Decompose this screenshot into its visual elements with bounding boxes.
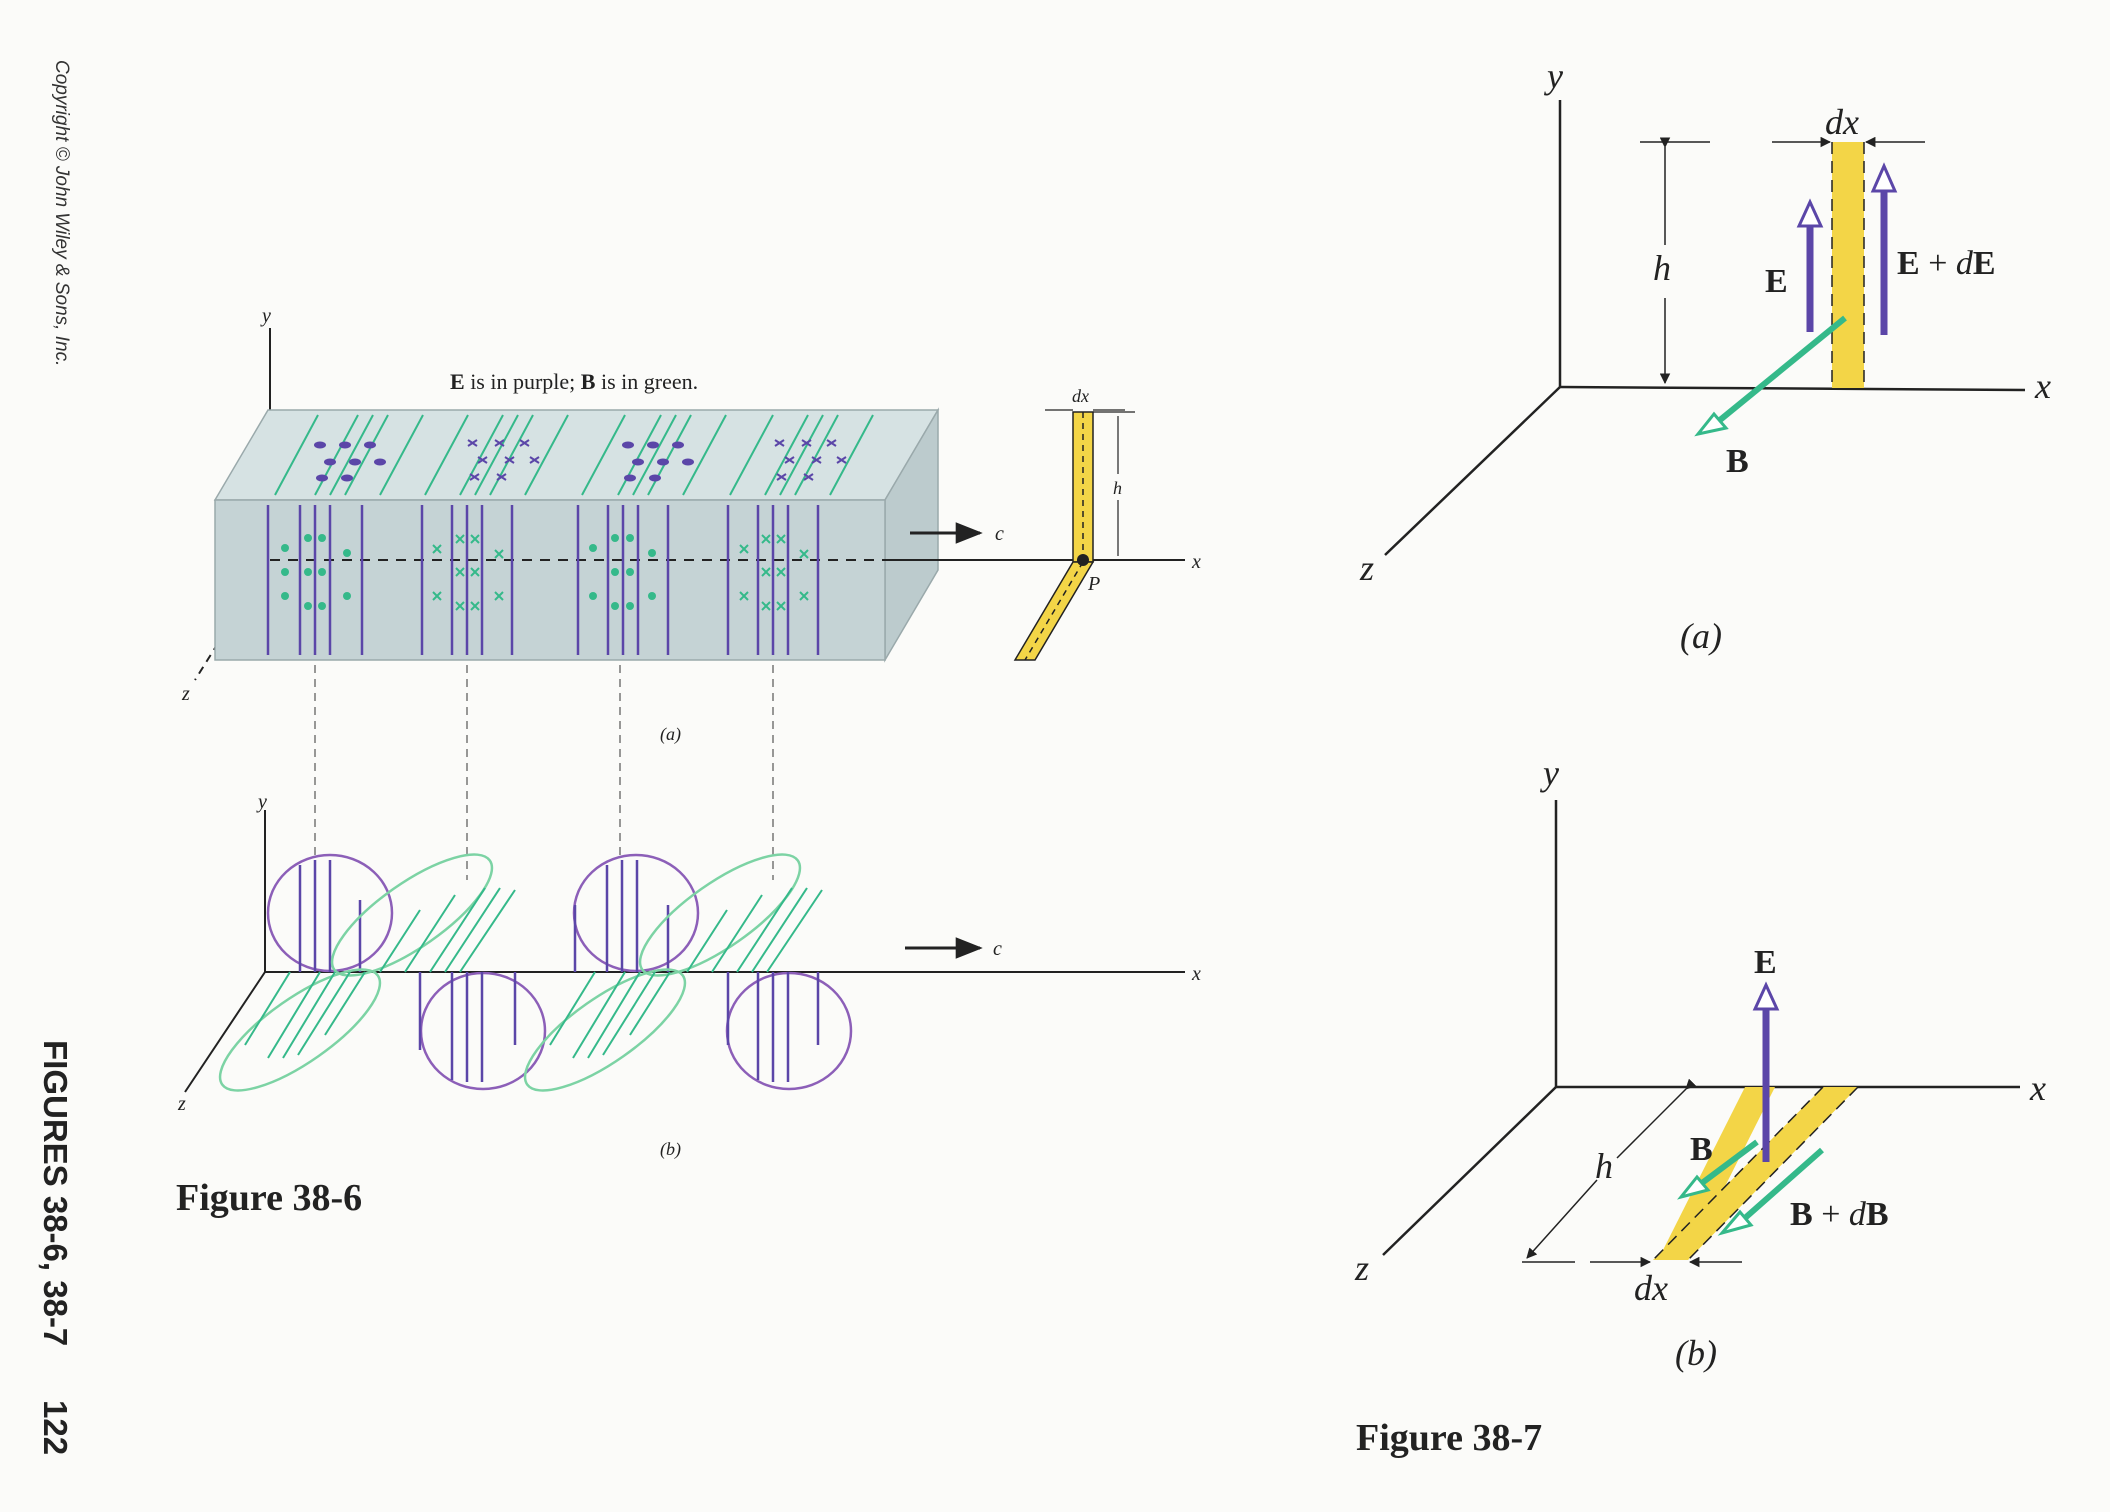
strip — [1653, 1087, 1858, 1260]
strip — [1832, 142, 1864, 388]
strip-right-edge — [1687, 1086, 1859, 1261]
b-lobe-4 — [523, 968, 687, 1092]
slab-top-face — [213, 409, 940, 501]
strip-width-label: dx — [1825, 102, 1859, 142]
z-axis — [1384, 386, 1561, 556]
z-axis-label: z — [177, 1093, 186, 1115]
field-color-legend: E is in purple; B is in green. — [450, 369, 698, 394]
y-axis-label: y — [260, 305, 271, 327]
e-label: E — [1765, 263, 1788, 300]
b-label: B — [1690, 1131, 1713, 1168]
b-plus-db-label: B + dB — [1790, 1196, 1889, 1233]
e-wave-arrows — [298, 860, 820, 1082]
b-arrow-shaft — [1718, 315, 1847, 423]
panel-a-label: (a) — [1680, 616, 1722, 656]
strip-height-label: h — [1113, 478, 1122, 498]
propagation-speed-label: c — [993, 938, 1002, 960]
h-dim-lower — [1526, 1179, 1598, 1259]
z-axis — [184, 971, 266, 1093]
strip-height-label: h — [1653, 248, 1671, 288]
b-field-dots — [281, 534, 656, 610]
h-dim-upper — [1616, 1078, 1697, 1159]
y-axis-label: y — [1544, 56, 1563, 96]
b-lobe-1 — [330, 853, 494, 977]
b-plus-db-arrow-head — [1717, 1209, 1754, 1236]
b-lobe-3 — [218, 968, 382, 1092]
x-axis-label: x — [1191, 963, 1201, 985]
b-wave-arrows — [244, 887, 823, 1059]
point-p-label: P — [1087, 573, 1100, 595]
strip-width-label: dx — [1634, 1268, 1668, 1308]
e-plus-de-label: E + dE — [1897, 245, 1996, 282]
panel-connector-lines — [314, 665, 774, 880]
b-lobe-2 — [638, 853, 802, 977]
strip-height-label: h — [1595, 1146, 1613, 1186]
propagation-speed-label: c — [995, 523, 1004, 545]
e-arrow-head — [1752, 981, 1780, 1011]
b-plus-db-arrow-shaft — [1743, 1147, 1824, 1221]
figure-38-7-caption: Figure 38-7 — [1356, 1417, 1542, 1459]
panel-b-label: (b) — [660, 1139, 681, 1160]
panel-a-label: (a) — [660, 724, 681, 745]
z-axis-label: z — [1354, 1248, 1369, 1288]
e-field-dots-top — [314, 441, 694, 482]
figure-38-6-caption: Figure 38-6 — [176, 1177, 362, 1219]
e-field-lines-front — [266, 505, 820, 655]
x-axis — [1559, 385, 2026, 392]
e-plus-de-arrow-head — [1870, 162, 1898, 193]
strip-slanted-center — [1024, 561, 1084, 661]
point-p-marker — [1077, 554, 1089, 566]
z-axis — [1382, 1086, 1557, 1256]
b-field-crosses — [432, 534, 809, 611]
e-arrow-head — [1796, 198, 1824, 228]
x-axis-label: x — [2029, 1068, 2046, 1108]
strip-width-label: dx — [1072, 386, 1089, 406]
z-axis-label: z — [181, 683, 190, 705]
page-number: 122 — [37, 1400, 74, 1455]
panel-b-label: (b) — [1675, 1333, 1717, 1373]
b-field-lines-top — [274, 414, 874, 496]
b-arrow-head — [1677, 1174, 1711, 1200]
b-arrow-head — [1694, 411, 1729, 437]
x-axis-label: x — [1191, 551, 1201, 573]
figure-38-7-panel-b: y x z h dx E B B + dB (b) — [1354, 753, 2046, 1373]
b-label: B — [1726, 443, 1749, 480]
x-axis-label: x — [2034, 366, 2051, 406]
e-field-crosses-top — [467, 439, 847, 481]
e-label: E — [1754, 944, 1777, 981]
y-axis-label: y — [256, 791, 267, 813]
figure-38-7-panel-a: y x z h dx E E + dE B (a) — [1359, 56, 2051, 656]
strip-left-edge — [1652, 1086, 1824, 1261]
b-arrow-shaft — [1700, 1139, 1759, 1186]
figure-38-6-panel-a: E is in purple; B is in green. y z x — [181, 305, 1201, 745]
figures-side-label: FIGURES 38-6, 38-7 — [37, 1040, 74, 1346]
copyright-notice: Copyright © John Wiley & Sons, Inc. — [51, 60, 72, 366]
y-axis-label: y — [1540, 753, 1559, 793]
z-axis-label: z — [1359, 548, 1374, 588]
figure-38-6-panel-b: y x z c (b) — [177, 791, 1201, 1160]
